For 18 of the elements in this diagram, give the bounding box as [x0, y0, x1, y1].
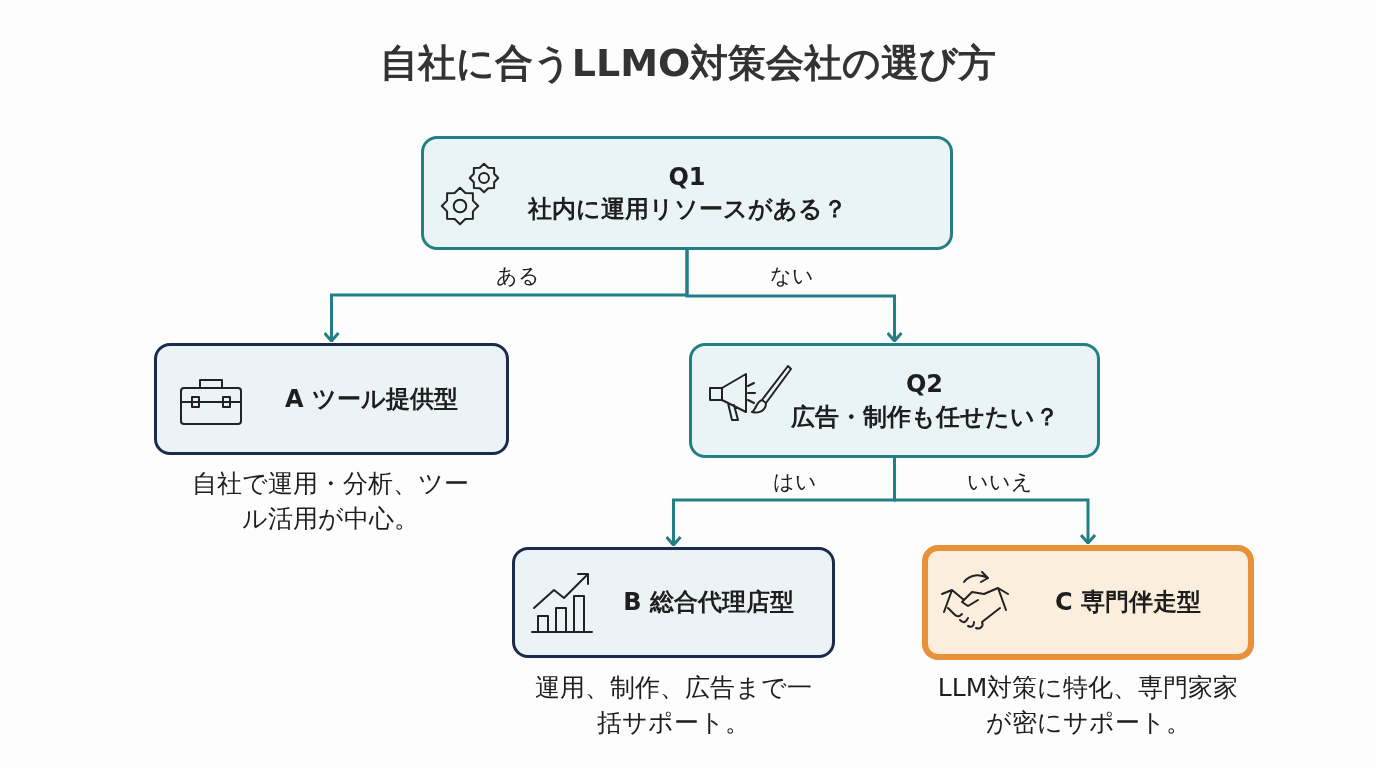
description-text: LLM対策に特化、専門家家が密にサポート。 — [937, 672, 1239, 739]
question-text: 社内に運用リソースがある？ — [527, 194, 847, 225]
connector-arrow — [685, 250, 903, 343]
result-box — [922, 545, 1254, 660]
question-box — [421, 136, 953, 250]
question-number: Q2 — [905, 369, 944, 401]
result-box — [512, 547, 835, 658]
diagram-title: 自社に合うLLMO対策会社の選び方 — [378, 40, 998, 87]
question-box — [689, 343, 1100, 458]
question-number: Q1 — [668, 161, 706, 193]
type-label: A ツール提供型 — [285, 383, 458, 415]
connector-arrow — [893, 458, 1097, 545]
result-box — [154, 343, 509, 455]
description-text: 自社で運用・分析、ツール活用が中心。 — [191, 468, 470, 535]
question-text: 広告・制作も任せたい？ — [790, 401, 1059, 433]
description-text: 運用、制作、広告まで一括サポート。 — [534, 672, 813, 739]
type-label: C 専門伴走型 — [1055, 587, 1201, 619]
type-label: B 総合代理店型 — [623, 587, 794, 619]
